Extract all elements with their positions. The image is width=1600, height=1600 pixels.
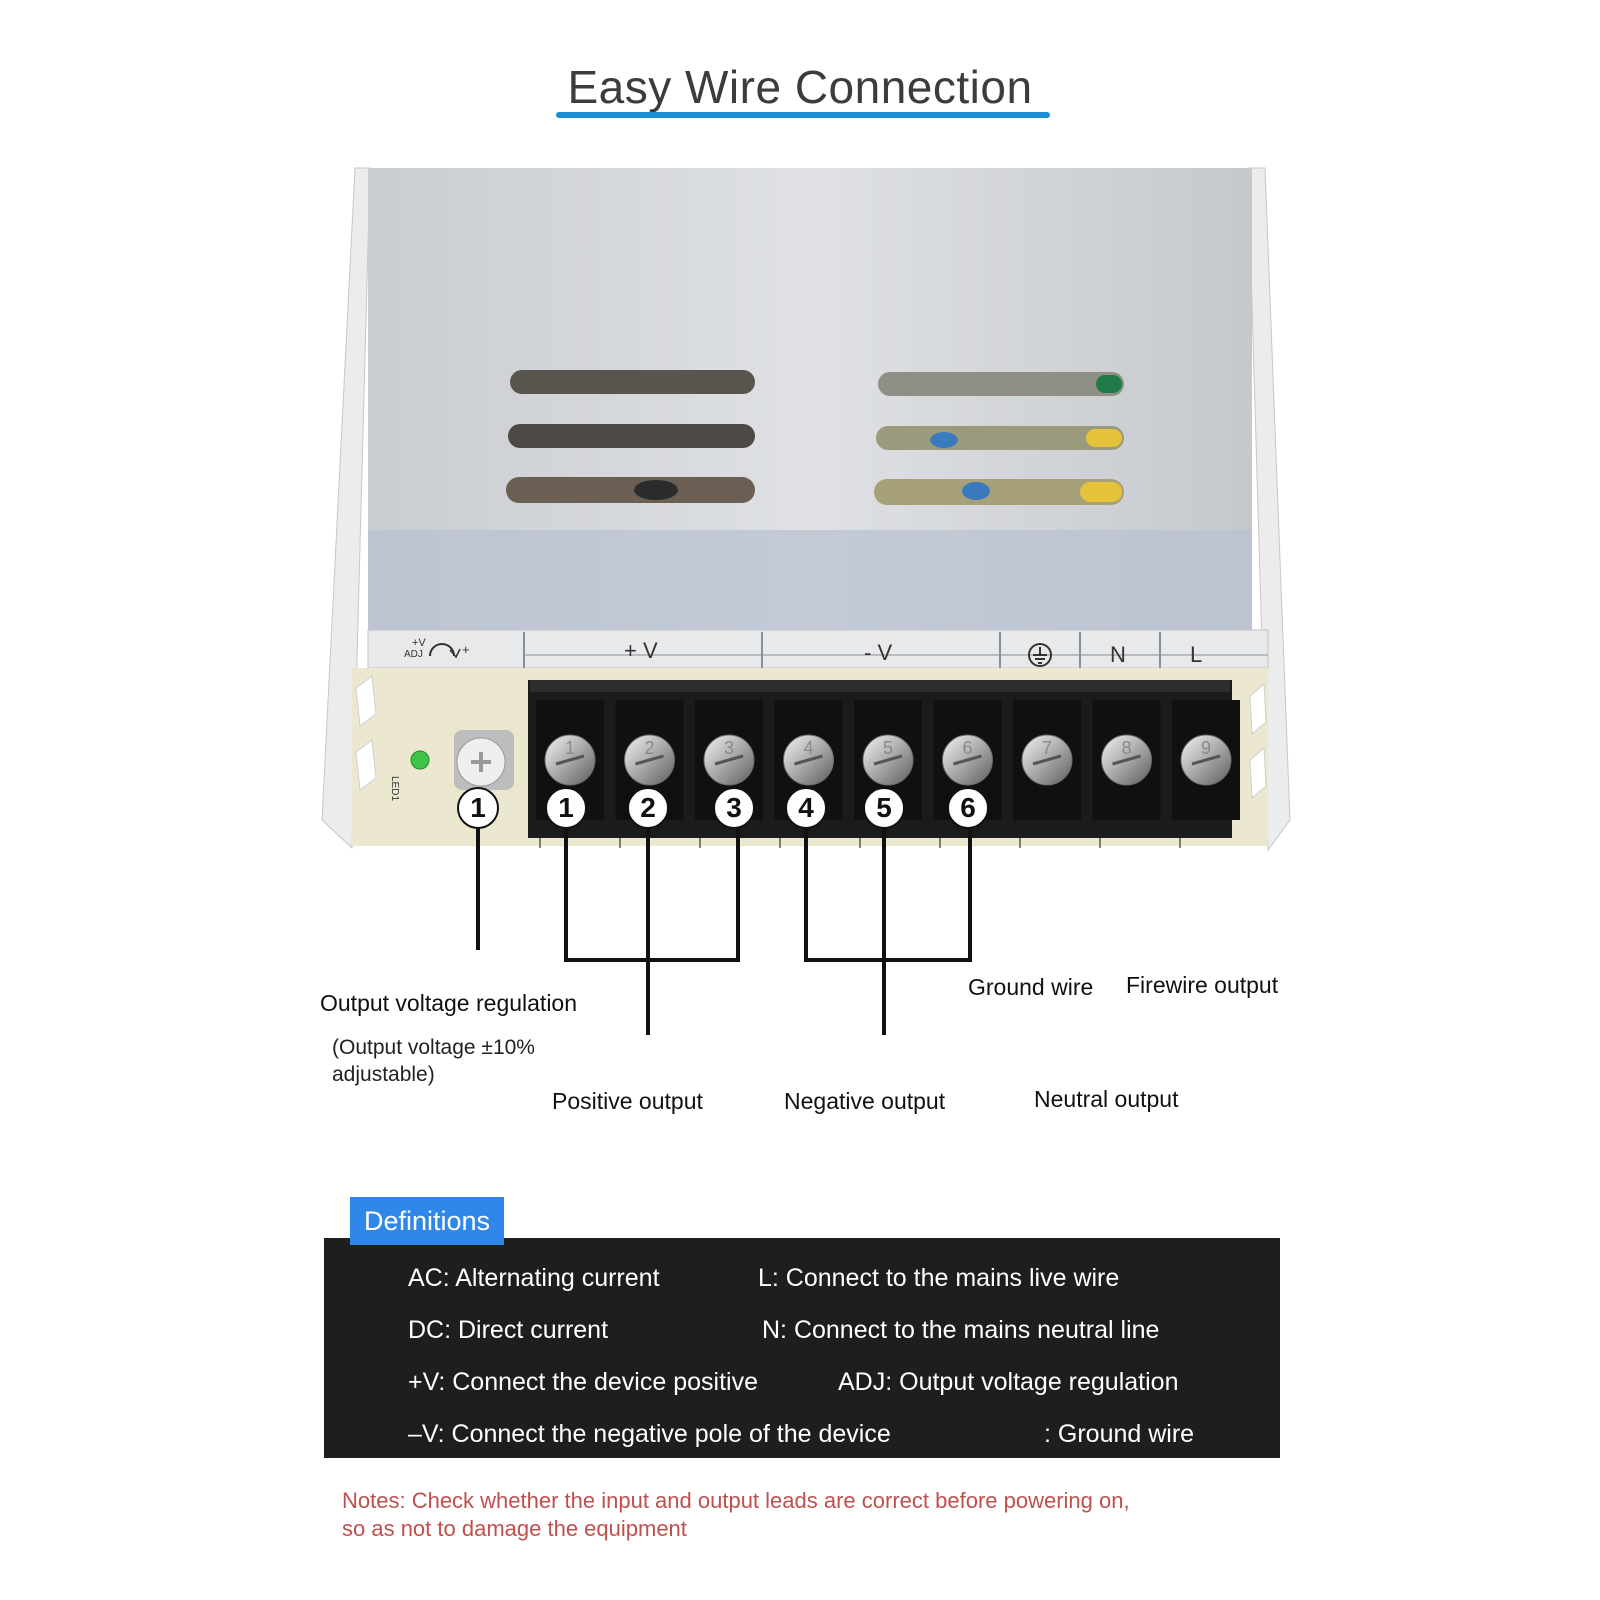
label-negative-output: Negative output [784, 1088, 946, 1114]
terminal-screw-2: 2 [615, 700, 684, 820]
adj-top-label: +V [412, 637, 426, 649]
terminal-number-2: 2 [644, 738, 654, 758]
neutral-label: N [1110, 642, 1126, 667]
label-strip [368, 530, 1252, 635]
callout-terminal-4: 4 [785, 787, 827, 829]
notes-line-2: so as not to damage the equipment [342, 1516, 687, 1541]
definition-n: N: Connect to the mains neutral line [762, 1316, 1160, 1344]
definition-plus-v: +V: Connect the device positive [408, 1368, 758, 1396]
terminal-screw-9: 9 [1172, 700, 1240, 820]
notes-line-1: Notes: Check whether the input and outpu… [342, 1488, 1130, 1513]
pcb-led-label: LED1 [389, 776, 400, 801]
led-indicator [410, 750, 430, 770]
terminal-screws: 1 2 3 4 5 6 7 8 9 [536, 700, 1240, 820]
minus-v-label: - V [864, 640, 892, 665]
terminal-number-7: 7 [1042, 738, 1052, 758]
arrow-icon [449, 648, 461, 659]
definition-dc: DC: Direct current [408, 1316, 609, 1344]
vent-slots [506, 370, 1124, 505]
label-output-voltage-regulation: Output voltage regulation [320, 990, 578, 1016]
definition-l: L: Connect to the mains live wire [758, 1264, 1120, 1292]
adjust-potentiometer [454, 730, 514, 790]
adj-bottom-label: ADJ [404, 649, 423, 660]
callout-terminal-1: 1 [545, 787, 587, 829]
terminal-screw-8: 8 [1092, 700, 1161, 820]
terminal-number-5: 5 [883, 738, 893, 758]
callout-terminal-5: 5 [863, 787, 905, 829]
terminal-label-panel [367, 629, 1269, 669]
adj-plus-label: + [462, 642, 470, 657]
label-firewire-output: Firewire output [1126, 972, 1279, 998]
label-positive-output: Positive output [552, 1088, 703, 1114]
terminal-number-1: 1 [565, 738, 575, 758]
panel-dividers [523, 632, 1268, 668]
terminal-pins [539, 838, 1181, 848]
terminal-screw-7: 7 [1013, 700, 1081, 820]
definition-ac: AC: Alternating current [408, 1264, 660, 1292]
callout-adjust: 1 [457, 787, 499, 829]
callout-terminal-3: 3 [713, 787, 755, 829]
definitions-panel [324, 1238, 1280, 1458]
definitions-tag: Definitions [350, 1197, 505, 1245]
callout-terminal-2: 2 [627, 787, 669, 829]
definition-adj: ADJ: Output voltage regulation [838, 1368, 1179, 1396]
label-output-voltage-note-1: (Output voltage ±10% [332, 1036, 535, 1059]
label-ground-wire: Ground wire [968, 974, 1094, 1000]
terminal-number-4: 4 [803, 738, 813, 758]
case-clips [355, 675, 1267, 800]
plus-v-label: + V [624, 638, 658, 663]
terminal-number-3: 3 [724, 738, 734, 758]
case-side-edges [321, 167, 1291, 852]
definition-ground: : Ground wire [1044, 1420, 1195, 1448]
ground-icon [1028, 643, 1052, 667]
terminal-number-9: 9 [1201, 738, 1211, 758]
label-neutral-output: Neutral output [1034, 1086, 1179, 1112]
terminal-number-8: 8 [1121, 738, 1131, 758]
definition-minus-v: –V: Connect the negative pole of the dev… [408, 1420, 891, 1448]
live-label: L [1190, 642, 1202, 667]
adjust-arc-icon [429, 643, 455, 657]
label-output-voltage-note-2: adjustable) [332, 1063, 435, 1086]
terminal-number-6: 6 [962, 738, 972, 758]
page-title: Easy Wire Connection [567, 61, 1033, 113]
title-underline [556, 112, 1050, 118]
callout-terminal-6: 6 [947, 787, 989, 829]
callout-connector-lines [476, 828, 972, 1035]
